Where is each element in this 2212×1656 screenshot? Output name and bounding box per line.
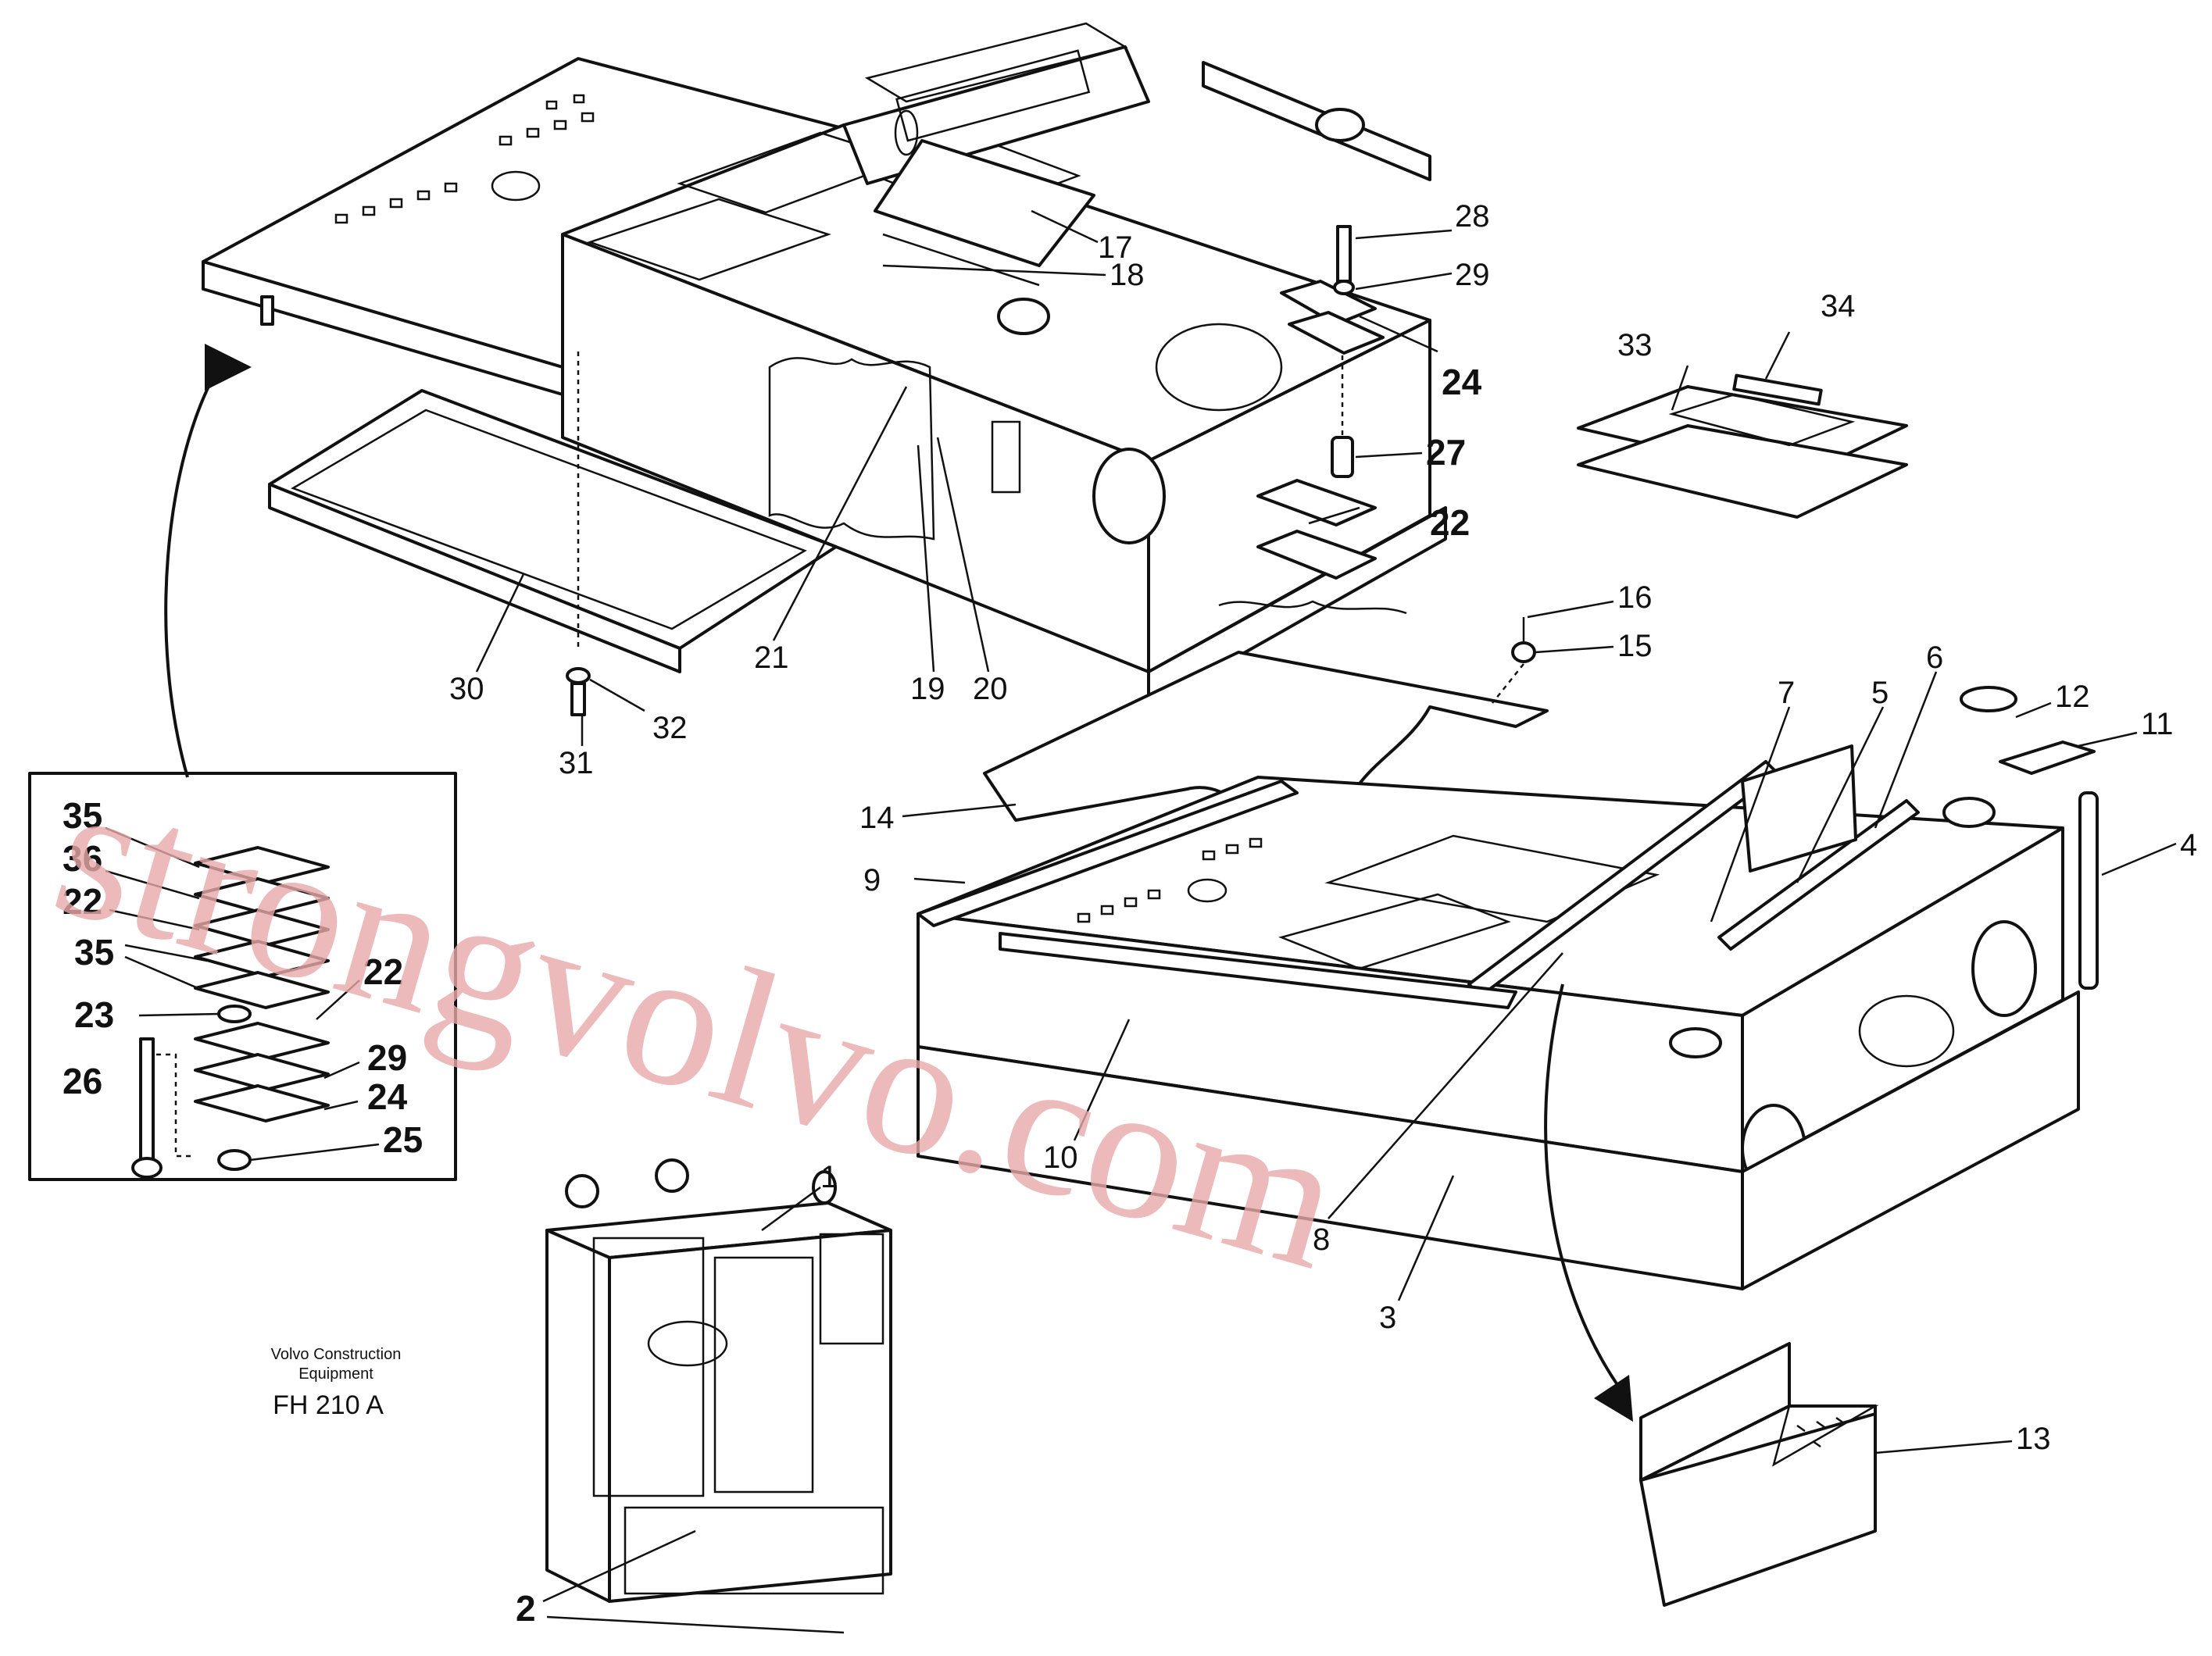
callout-1: 1 [820, 1160, 838, 1194]
arrows [164, 344, 1633, 1422]
callout-19: 19 [910, 672, 945, 706]
caption-code: FH 210 A [273, 1390, 384, 1420]
callout-17: 17 [1098, 230, 1133, 265]
callout-22-upper: 22 [1430, 502, 1470, 543]
callout-2: 2 [516, 1588, 536, 1629]
callout-9: 9 [863, 863, 881, 898]
callout-35-mid: 35 [74, 932, 114, 973]
callout-36: 36 [63, 838, 102, 879]
callout-8: 8 [1313, 1222, 1330, 1257]
caption-line-2: Equipment [298, 1365, 373, 1383]
callout-10: 10 [1043, 1140, 1078, 1175]
callout-22-inset-right: 22 [363, 951, 403, 992]
lower-frame-drawing [917, 617, 2099, 1290]
leader-lines [105, 209, 2177, 1603]
callout-14: 14 [859, 801, 895, 835]
callout-13: 13 [2016, 1422, 2051, 1456]
callout-7: 7 [1778, 676, 1795, 710]
callout-11: 11 [2141, 707, 2174, 741]
callout-31: 31 [559, 746, 594, 780]
callout-15: 15 [1617, 629, 1653, 663]
callout-32: 32 [652, 711, 688, 745]
floor-mat-drawing [1577, 373, 1908, 519]
callout-21: 21 [754, 641, 789, 675]
upper-frame-drawing [202, 22, 1447, 716]
callout-29-inset: 29 [367, 1037, 407, 1078]
callout-27: 27 [1426, 432, 1466, 473]
callout-3: 3 [1379, 1301, 1396, 1335]
callout-6: 6 [1926, 641, 1943, 675]
callout-labels: 1 2 3 4 5 6 7 8 9 10 11 12 13 14 15 16 1… [63, 199, 2197, 1629]
callout-35-top: 35 [63, 795, 102, 836]
callout-28: 28 [1455, 199, 1490, 234]
callout-16: 16 [1617, 580, 1653, 615]
callout-34: 34 [1821, 289, 1856, 323]
callout-24-upper: 24 [1442, 362, 1482, 402]
callout-4: 4 [2180, 828, 2197, 862]
callout-26: 26 [63, 1061, 102, 1101]
callout-20: 20 [973, 672, 1008, 706]
callout-33: 33 [1617, 328, 1653, 362]
caption-line-1: Volvo Construction [271, 1346, 402, 1363]
storage-box-drawing [1639, 1342, 1879, 1607]
manufacturer-caption: Volvo Construction Equipment FH 210 A [271, 1346, 402, 1420]
callout-5: 5 [1871, 676, 1889, 710]
callout-25: 25 [383, 1119, 423, 1160]
callout-23: 23 [74, 994, 114, 1035]
callout-29: 29 [1455, 258, 1490, 292]
callout-24-inset: 24 [367, 1076, 408, 1117]
callout-18: 18 [1110, 258, 1145, 292]
cab-drawing [545, 1158, 892, 1634]
callout-22-inset-left: 22 [63, 881, 102, 922]
callout-30: 30 [449, 672, 484, 706]
callout-12: 12 [2055, 680, 2090, 714]
fastener-detail-inset [28, 772, 457, 1181]
